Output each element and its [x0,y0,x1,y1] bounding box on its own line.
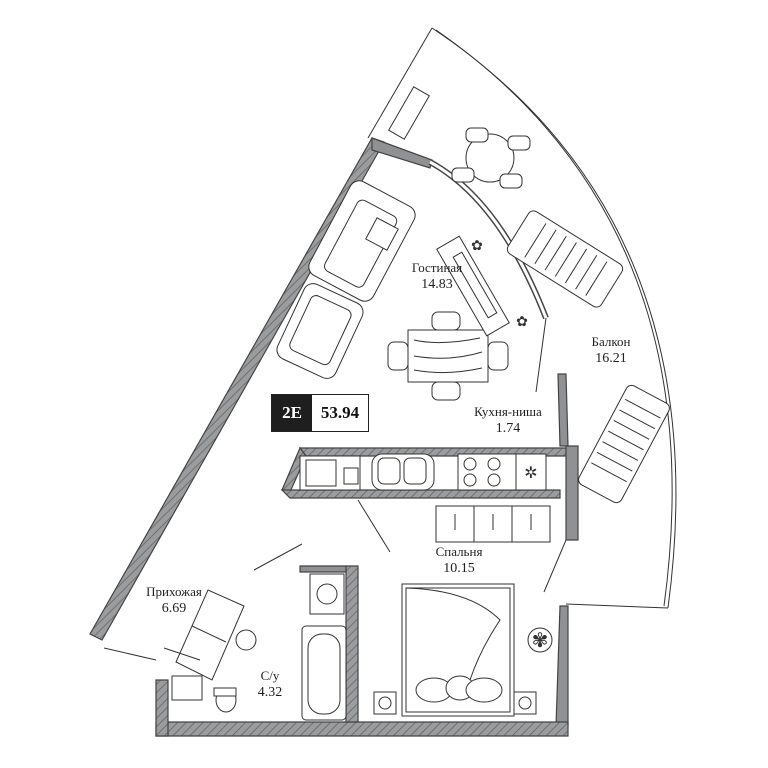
room-label-kitchen: Кухня-ниша 1.74 [456,404,560,438]
svg-text:✿: ✿ [471,238,483,254]
svg-text:✲: ✲ [524,463,537,482]
hallway-cabinets [163,543,303,701]
room-name: Гостиная [411,260,463,275]
plant-icon: ✾ [527,627,553,653]
room-name: Спальня [435,544,483,559]
balcony-table [451,127,531,189]
room-area: 6.69 [161,601,187,617]
wardrobe [435,505,551,543]
bed [373,583,537,717]
room-label-hallway: Прихожая 6.69 [126,584,222,618]
room-label-bedroom: Спальня 10.15 [414,544,504,578]
tv-stand: ✿ ✿ [436,235,528,337]
apartment-total-area: 53.94 [320,403,360,422]
sunbed-bottom [578,384,670,504]
room-name: Балкон [591,334,631,349]
kitchen-counter: ✲ [299,453,547,491]
room-area: 1.74 [495,421,521,437]
room-area: 4.32 [257,685,283,701]
room-label-living: Гостиная 14.83 [392,260,482,294]
window-frame-left [371,137,433,169]
balcony-outline [367,27,677,609]
living-glazing [428,159,549,320]
bathroom-fixtures [213,573,347,721]
room-area: 14.83 [421,277,453,293]
apartment-badge: 2E 53.94 [271,394,369,432]
svg-text:✾: ✾ [532,628,549,652]
room-area: 16.21 [595,351,627,367]
dining-table [387,311,509,401]
sunbed-top [506,210,624,308]
room-name: Прихожая [146,584,202,599]
svg-text:✿: ✿ [516,314,528,330]
bottom-wall [155,721,569,737]
bathroom-wall [345,565,359,723]
room-area: 10.15 [443,561,475,577]
room-label-bathroom: С/у 4.32 [242,668,298,702]
sofas [276,180,416,379]
room-name: С/у [260,668,280,683]
room-name: Кухня-ниша [474,404,542,419]
apartment-type: 2E [272,395,312,431]
room-label-balcony: Балкон 16.21 [566,334,656,368]
